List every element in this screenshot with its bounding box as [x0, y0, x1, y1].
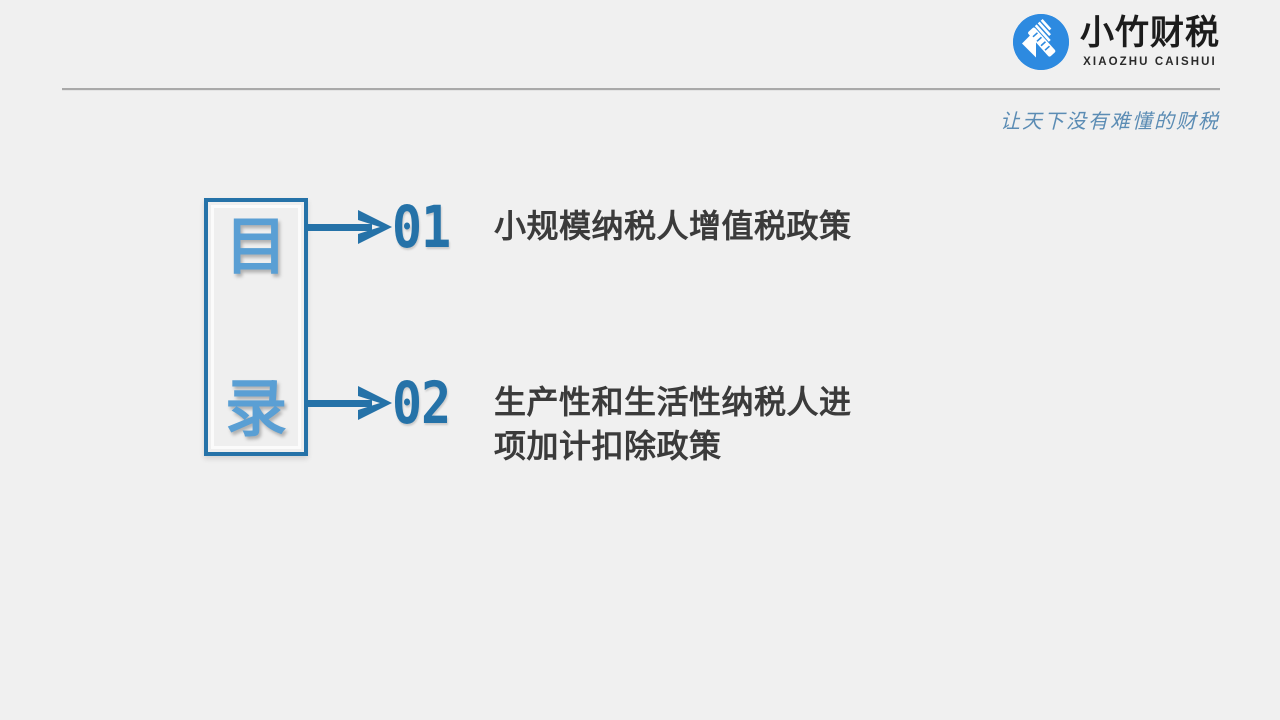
toc-label-box-inner: 目 录 — [211, 205, 301, 449]
header-divider — [62, 88, 1220, 90]
toc-label-char-lu: 录 — [224, 372, 287, 445]
toc-entry-number: 02 — [392, 369, 451, 437]
xiaozhu-bamboo-logo-icon — [1013, 14, 1069, 70]
toc-entry-title-line: 小规模纳税人增值税政策 — [494, 207, 852, 245]
slide-header: 小竹财税 XIAOZHU CAISHUI 让天下没有难懂的财税 — [0, 0, 1280, 140]
toc-entry-title-line: 生产性和生活性纳税人进 — [494, 383, 852, 421]
brand-logo-block: 小竹财税 XIAOZHU CAISHUI — [1013, 14, 1220, 70]
toc-label-box: 目 录 — [204, 198, 308, 456]
toc-entry-title: 小规模纳税人增值税政策 — [494, 196, 852, 248]
brand-name-en: XIAOZHU CAISHUI — [1083, 55, 1217, 68]
toc-entry-02[interactable]: 02 生产性和生活性纳税人进 项加计扣除政策 — [306, 372, 852, 468]
brand-wordmark: 小竹财税 XIAOZHU CAISHUI — [1080, 16, 1220, 69]
brand-tagline: 让天下没有难懂的财税 — [1000, 111, 1220, 133]
toc-entry-title: 生产性和生活性纳税人进 项加计扣除政策 — [494, 372, 852, 468]
toc-entry-number: 01 — [392, 193, 451, 261]
brand-name-cn: 小竹财税 — [1080, 12, 1220, 53]
toc-label-char-mu: 目 — [224, 210, 287, 283]
toc-entry-title-line: 项加计扣除政策 — [494, 427, 722, 465]
toc-entry-01[interactable]: 01 小规模纳税人增值税政策 — [306, 196, 852, 258]
arrow-right-icon — [306, 196, 392, 258]
arrow-right-icon — [306, 372, 392, 434]
